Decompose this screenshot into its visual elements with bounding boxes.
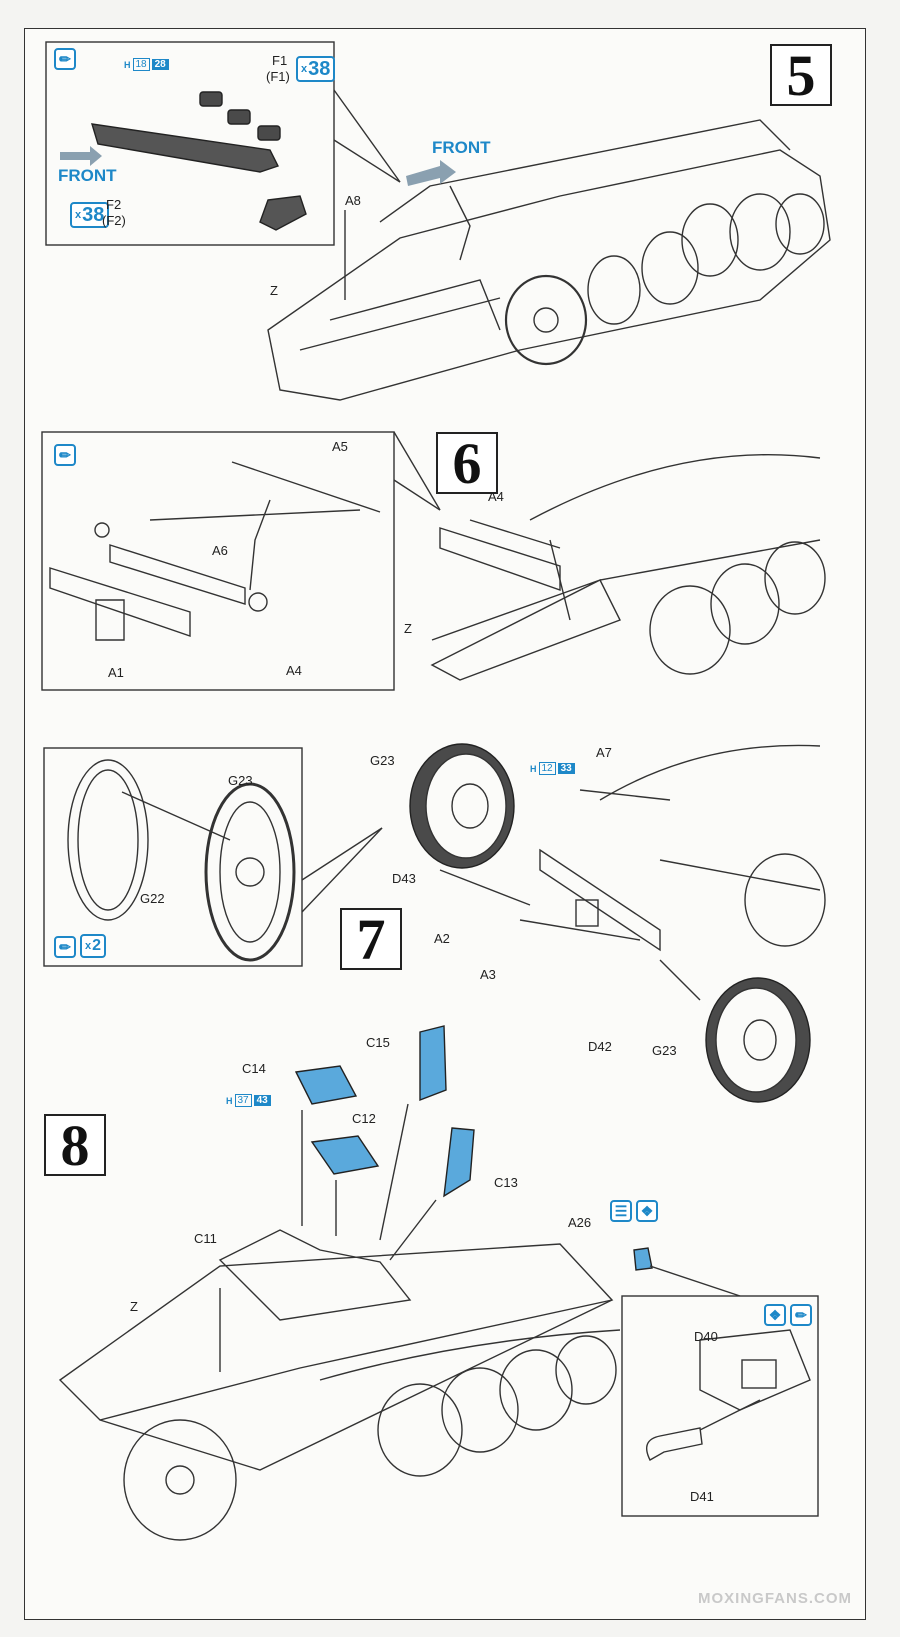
part-label-a8: A8 (345, 193, 361, 208)
part-label-c12: C12 (352, 1111, 376, 1126)
part-label-a26: A26 (568, 1215, 592, 1230)
road-wheel (764, 541, 826, 615)
road-wheel (681, 203, 739, 277)
road-wheel (499, 1349, 573, 1431)
step-number-6: 6 (436, 431, 498, 496)
part-label-c11: C11 (194, 1231, 217, 1246)
front-wheel (123, 1419, 237, 1541)
part-label-c13: C13 (494, 1175, 518, 1190)
part-a26 (633, 1247, 653, 1271)
track-pad-f1 (257, 125, 281, 141)
part-label-z: Z (404, 621, 412, 636)
track-pad-f1 (227, 109, 251, 125)
part-label-f1-paren: (F1) (266, 69, 290, 84)
part-label-g23-inset: G23 (228, 773, 253, 788)
step7-inset-frame (43, 747, 303, 967)
part-label-a7: A7 (596, 745, 612, 760)
part-label-d42: D42 (588, 1039, 612, 1054)
part-label-z: Z (130, 1299, 138, 1314)
seat-c12 (310, 1135, 380, 1175)
cement-glue-icon: ✏ (790, 1304, 812, 1326)
drive-sprocket (504, 274, 588, 366)
front-axle-inset (49, 461, 381, 641)
part-label-a4-inset: A4 (286, 663, 302, 678)
part-label-g22: G22 (140, 891, 165, 906)
front-arrow-inset (60, 146, 102, 166)
step6-chassis (430, 454, 826, 681)
road-wheel (744, 853, 826, 947)
front-label-main: FRONT (432, 138, 491, 157)
road-wheel (729, 193, 791, 271)
step5-chassis (267, 119, 831, 401)
backrest-c13 (443, 1127, 475, 1198)
seat-c14 (294, 1065, 358, 1105)
part-label-c14: C14 (242, 1061, 266, 1076)
backrest-c15 (419, 1025, 447, 1102)
step6-inset-frame (41, 431, 395, 691)
road-wheel (441, 1367, 519, 1453)
symmetric-both-sides-icon: ❖ (636, 1200, 658, 1222)
step-number-8: 8 (44, 1113, 106, 1178)
part-label-g23-bottom: G23 (652, 1043, 677, 1058)
part-label-d41: D41 (690, 1489, 714, 1504)
road-wheel (641, 231, 699, 305)
watermark: MOXINGFANS.COM (697, 1590, 852, 1607)
cement-glue-icon: ✏ (54, 444, 76, 466)
part-label-f2: F2 (106, 197, 122, 212)
step8-chassis (58, 1229, 621, 1541)
part-label-f1: F1 (272, 53, 288, 68)
part-label-d43: D43 (392, 871, 416, 886)
step7-chassis (519, 744, 826, 952)
part-label-c15: C15 (366, 1035, 390, 1050)
part-label-a6: A6 (212, 543, 228, 558)
part-label-f2-paren: (F2) (102, 213, 126, 228)
part-label-a5: A5 (332, 439, 348, 454)
step-number-5: 5 (770, 43, 832, 108)
part-label-d40: D40 (694, 1329, 718, 1344)
road-wheel (710, 563, 780, 645)
track-link-assembly (91, 123, 307, 231)
wheel-g23-inset (204, 782, 296, 962)
front-label-inset: FRONT (58, 166, 117, 185)
part-label-a4-main: A4 (488, 489, 504, 504)
step5-inset-frame (45, 41, 335, 246)
road-wheel (775, 193, 825, 255)
part-label-a1: A1 (108, 665, 124, 680)
road-wheel (649, 585, 731, 675)
cement-glue-icon: ✏ (54, 48, 76, 70)
road-wheel (377, 1383, 463, 1477)
part-label-z: Z (270, 283, 278, 298)
step-number-7: 7 (340, 907, 402, 972)
tire-g22 (67, 759, 149, 921)
drill-hole-icon: ☰ (610, 1200, 632, 1222)
part-label-a2: A2 (434, 931, 450, 946)
towing-hook-inset (646, 1329, 811, 1461)
front-arrow-main (406, 160, 456, 186)
road-wheel (587, 255, 641, 325)
cement-glue-icon: ✏ (54, 936, 76, 958)
symmetric-both-sides-icon: ❖ (764, 1304, 786, 1326)
road-wheel (555, 1335, 617, 1405)
track-pad-f1 (199, 91, 223, 107)
step8-inset-frame (621, 1295, 819, 1517)
part-label-a3: A3 (480, 967, 496, 982)
part-label-g23-top: G23 (370, 753, 395, 768)
